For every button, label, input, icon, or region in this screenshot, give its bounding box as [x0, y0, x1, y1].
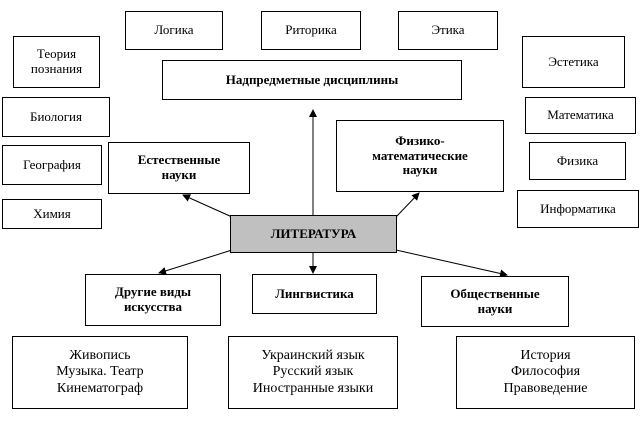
- box-supra-subject: Надпредметные дисциплины: [162, 60, 462, 100]
- box-physics: Физика: [529, 142, 626, 180]
- label-linguistics: Лингвистика: [275, 285, 354, 301]
- box-geography: География: [2, 145, 102, 185]
- arrow-to-natural: [182, 194, 233, 218]
- box-natural-sciences: Естественные науки: [108, 142, 250, 194]
- label-social-sciences: Общественные науки: [450, 285, 540, 316]
- box-physmath-sciences: Физико- математические науки: [336, 120, 504, 192]
- box-informatics: Информатика: [517, 190, 639, 228]
- box-epistemology: Теория познания: [13, 36, 100, 88]
- box-aesthetics: Эстетика: [522, 36, 625, 88]
- label-chemistry: Химия: [33, 205, 71, 221]
- box-biology: Биология: [2, 97, 110, 137]
- label-logic: Логика: [154, 22, 194, 38]
- label-physics: Физика: [556, 152, 599, 168]
- label-languages-items: Украинский язык Русский язык Иностранные…: [252, 348, 374, 396]
- box-ethics: Этика: [398, 11, 498, 50]
- arrow-to-social: [395, 249, 508, 278]
- label-other-arts: Другие виды искусства: [114, 284, 192, 314]
- label-mathematics: Математика: [547, 107, 614, 123]
- box-arts-items: Живопись Музыка. Театр Кинематограф: [12, 336, 188, 409]
- label-ethics: Этика: [431, 22, 465, 38]
- label-arts-items: Живопись Музыка. Театр Кинематограф: [56, 348, 144, 396]
- box-social-sciences: Общественные науки: [421, 276, 569, 327]
- box-logic: Логика: [125, 11, 223, 50]
- box-linguistics: Лингвистика: [252, 274, 377, 314]
- box-mathematics: Математика: [525, 97, 636, 134]
- box-chemistry: Химия: [2, 199, 102, 229]
- label-natural-sciences: Естественные науки: [137, 152, 221, 182]
- label-social-items: История Философия Правоведение: [503, 348, 588, 396]
- label-supra-subject: Надпредметные дисциплины: [225, 71, 399, 87]
- box-rhetoric: Риторика: [261, 11, 361, 50]
- label-epistemology: Теория познания: [30, 46, 83, 76]
- box-languages-items: Украинский язык Русский язык Иностранные…: [228, 336, 398, 409]
- label-physmath-sciences: Физико- математические науки: [372, 132, 468, 178]
- box-other-arts: Другие виды искусства: [85, 274, 221, 326]
- label-geography: География: [23, 156, 81, 172]
- label-informatics: Информатика: [540, 200, 616, 216]
- label-rhetoric: Риторика: [285, 22, 337, 38]
- label-aesthetics: Эстетика: [548, 53, 599, 69]
- arrow-to-arts: [158, 249, 233, 275]
- label-literature: ЛИТЕРАТУРА: [270, 225, 357, 241]
- arrow-to-physmath: [395, 192, 420, 218]
- box-social-items: История Философия Правоведение: [456, 336, 635, 409]
- label-biology: Биология: [29, 108, 82, 124]
- box-literature: ЛИТЕРАТУРА: [230, 215, 397, 253]
